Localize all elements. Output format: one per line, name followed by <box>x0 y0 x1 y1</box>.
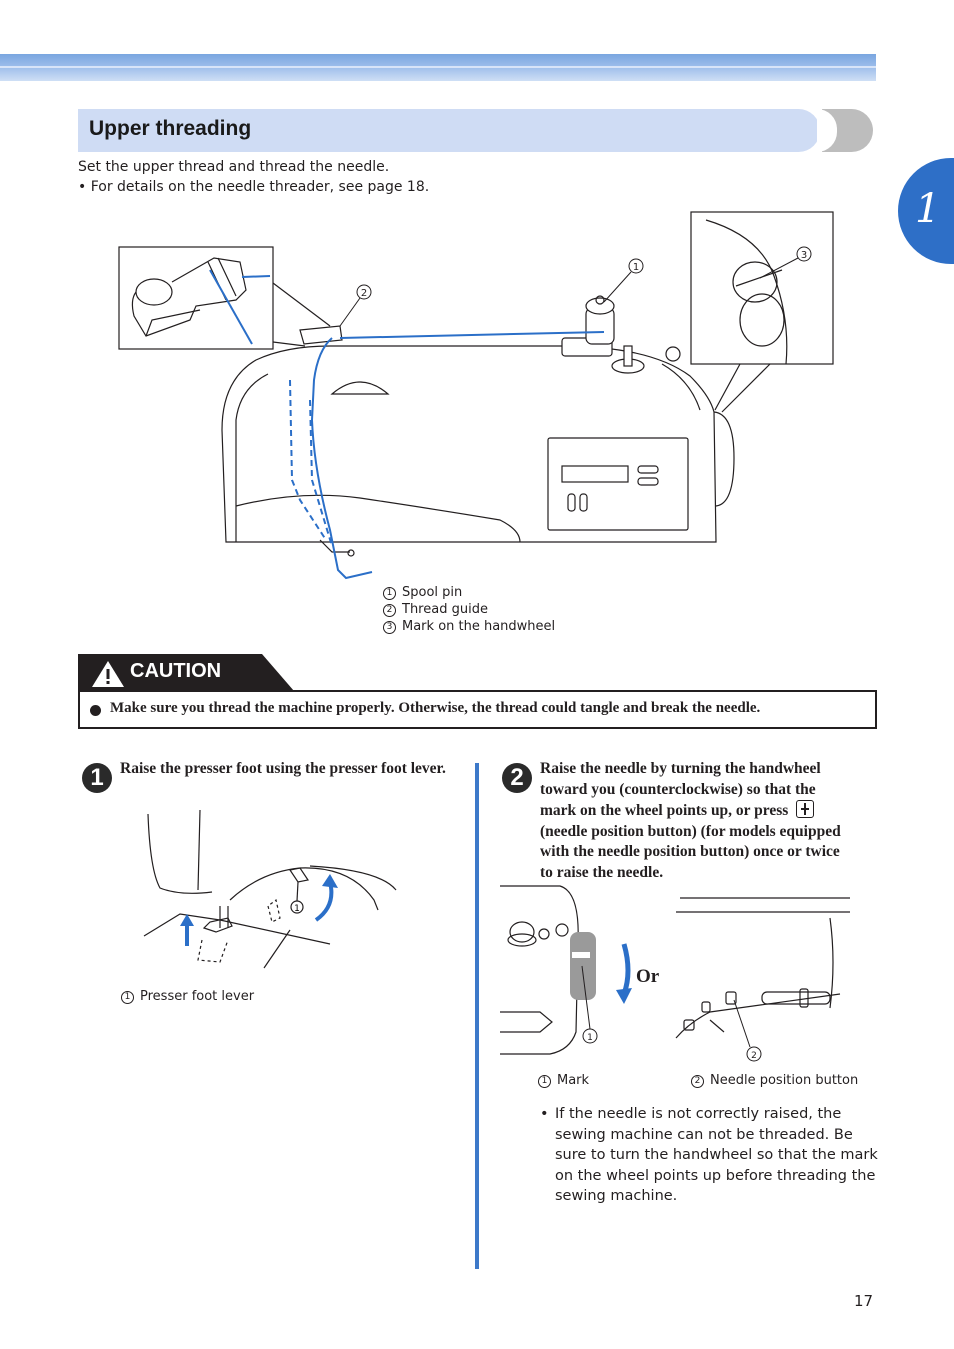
main-callout-2: 2 <box>361 288 367 299</box>
legend-label: Spool pin <box>402 585 463 600</box>
warning-icon <box>92 661 124 687</box>
legend-label: Mark <box>557 1073 590 1088</box>
presser-foot-figure: 1 <box>143 809 397 969</box>
step-2-line-part: mark on the wheel points up, or press <box>540 802 789 819</box>
caution-label: CAUTION <box>130 660 222 682</box>
caution-text: Make sure you thread the machine properl… <box>110 700 761 716</box>
legend-item: 2 Thread guide <box>383 601 555 618</box>
step-2-line: (needle position button) (for models equ… <box>540 822 841 840</box>
step-2-line: to raise the needle. <box>540 863 664 881</box>
handwheel-figure: 1 2 <box>500 885 850 1062</box>
step-1-legend: 1 Presser foot lever <box>121 988 254 1005</box>
needle-position-button-icon <box>796 800 815 818</box>
section-heading-cap <box>817 109 873 152</box>
main-figure-legend: 1 Spool pin 2 Thread guide 3 Mark on the ha… <box>383 584 555 635</box>
intro-line-2: • For details on the needle threader, se… <box>78 179 430 195</box>
legend-num: 1 <box>121 991 134 1004</box>
step2-callout-1: 1 <box>587 1033 593 1043</box>
step-2-legend-1: 1 Mark <box>538 1072 589 1089</box>
or-label: Or <box>636 966 660 987</box>
legend-num: 1 <box>383 587 396 600</box>
step-1-badge: 1 <box>82 763 112 793</box>
legend-num: 3 <box>383 621 396 634</box>
column-divider <box>475 763 479 1269</box>
note-line: sewing machine. <box>555 1188 678 1204</box>
legend-item: 3 Mark on the handwheel <box>383 618 555 635</box>
step2-callout-2: 2 <box>751 1051 757 1061</box>
chapter-number: 1 <box>915 186 941 232</box>
intro-text: Set the upper thread and thread the need… <box>78 157 429 197</box>
intro-line-1: Set the upper thread and thread the need… <box>78 159 390 175</box>
note-line: If the needle is not correctly raised, t… <box>555 1106 842 1122</box>
step-2-legend-2: 2 Needle position button <box>691 1072 858 1089</box>
section-title: Upper threading <box>89 117 252 140</box>
step-2-note: • If the needle is not correctly raised,… <box>540 1104 880 1207</box>
caution-box <box>78 690 877 729</box>
legend-num: 1 <box>538 1075 551 1088</box>
step-2-text: Raise the needle by turning the handwhee… <box>540 759 880 883</box>
page-number: 17 <box>854 1292 874 1310</box>
step-2-line: Raise the needle by turning the handwhee… <box>540 760 821 777</box>
step-2-badge: 2 <box>502 763 532 793</box>
section-heading-bar <box>78 109 820 152</box>
legend-label: Mark on the handwheel <box>402 619 556 634</box>
step-1-text: Raise the presser foot using the presser… <box>120 760 446 777</box>
note-line: on the wheel points up before threading … <box>555 1167 876 1184</box>
legend-num: 2 <box>383 604 396 617</box>
step-2-line: toward you (counterclockwise) so that th… <box>540 780 816 798</box>
step-2-line: with the needle position button) once or… <box>540 843 840 860</box>
legend-label: Needle position button <box>710 1073 859 1088</box>
step-2-line: mark on the wheel points up, or press <box>540 800 880 822</box>
note-line: sure to turn the handwheel so that the m… <box>555 1147 878 1163</box>
legend-label: Thread guide <box>402 602 488 617</box>
bullet-icon <box>90 705 101 716</box>
note-bullet: • <box>540 1106 549 1122</box>
main-callout-3: 3 <box>801 250 807 261</box>
note-item: • If the needle is not correctly raised,… <box>540 1104 880 1207</box>
legend-item: 1 Spool pin <box>383 584 555 601</box>
legend-num: 2 <box>691 1075 704 1088</box>
header-band <box>0 54 876 81</box>
legend-label: Presser foot lever <box>140 989 255 1004</box>
threading-figure: 1 2 3 <box>118 211 834 580</box>
main-callout-1: 1 <box>633 262 639 273</box>
note-line: sewing machine can not be threaded. Be <box>555 1126 853 1143</box>
step1-callout-1: 1 <box>294 904 300 914</box>
